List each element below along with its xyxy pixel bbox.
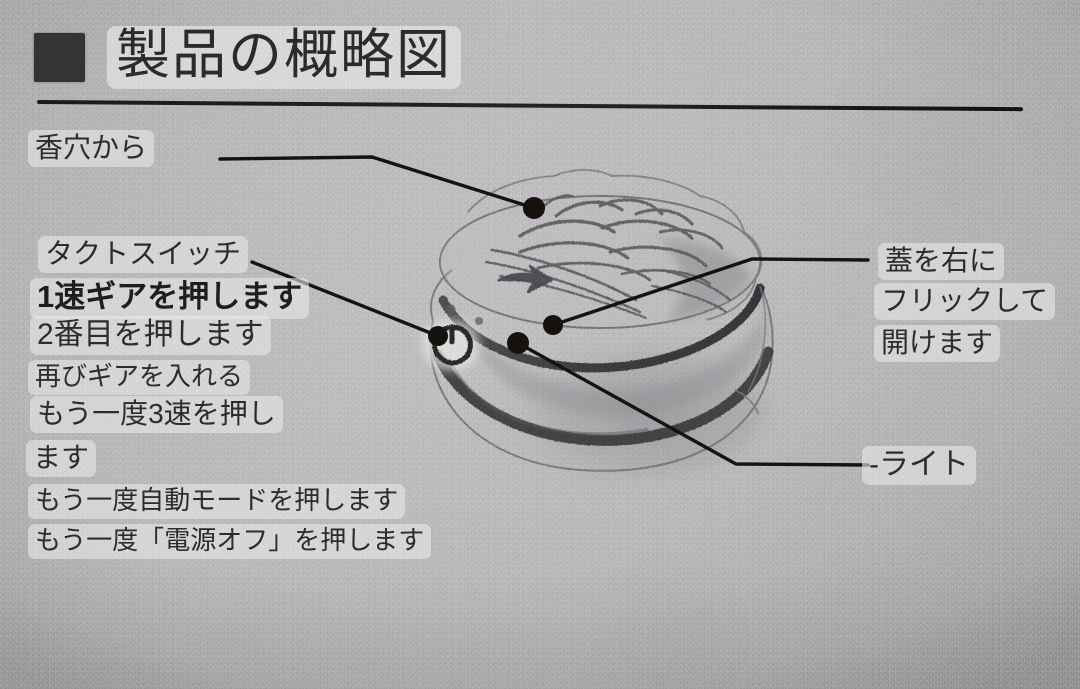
- leader-line-lid-flick: [551, 257, 870, 327]
- body-seam-small: [734, 389, 759, 415]
- lid-contour-sketch: [467, 169, 763, 321]
- label-step-4: もう一度3速を押し: [30, 396, 283, 434]
- label-step-6: もう一度自動モードを押します: [28, 484, 406, 519]
- light-ring-band: [432, 346, 774, 446]
- light-ring-band-highlight: [450, 364, 648, 437]
- vent-dot: [446, 304, 456, 314]
- label-lid-flick-line-3: 開けます: [874, 325, 1001, 363]
- leader-dot-light: [507, 332, 529, 354]
- label-step-7: もう一度「電源オフ」を押します: [28, 524, 432, 559]
- leader-dot-lid-flick: [543, 315, 563, 335]
- lid-rim-band: [438, 283, 765, 373]
- body-seam: [747, 285, 767, 393]
- label-step-5: ます: [26, 440, 97, 478]
- label-scent-hole: 香穴から: [28, 130, 155, 168]
- label-lid-flick-line-2: フリックして: [874, 283, 1056, 321]
- lid-top-ellipse: [439, 195, 761, 329]
- leader-endpoints: [428, 197, 563, 354]
- vent-dot: [475, 317, 483, 325]
- leader-dot-tact-switch: [428, 326, 448, 346]
- body-mid-shading: [470, 302, 766, 416]
- device-sketch: [422, 169, 774, 486]
- body-outline-left: [430, 269, 453, 321]
- label-tact-switch: タクトスイッチ: [38, 236, 249, 274]
- page-title: 製品の概略図: [107, 26, 461, 89]
- body-outline: [429, 285, 774, 472]
- label-step-1: 1速ギアを押します: [30, 278, 310, 319]
- lid-rotation-arrow: [497, 264, 554, 294]
- leader-line-light: [516, 341, 870, 467]
- leader-lines: [218, 155, 870, 467]
- page-title-row: 製品の概略図: [34, 26, 461, 89]
- label-step-3: 再びギアを入れる: [28, 360, 251, 395]
- filled-square-bullet-icon: [34, 32, 85, 82]
- lotus-engraving: [484, 194, 732, 320]
- leader-dot-scent-hole: [523, 197, 545, 219]
- label-lid-flick-line-1: 蓋を右に: [878, 243, 1005, 281]
- label-step-2: 2番目を押します: [30, 316, 271, 356]
- leader-line-tact-switch: [250, 260, 440, 338]
- label-light: -ライト: [862, 446, 976, 486]
- leader-line-scent-hole: [218, 155, 536, 210]
